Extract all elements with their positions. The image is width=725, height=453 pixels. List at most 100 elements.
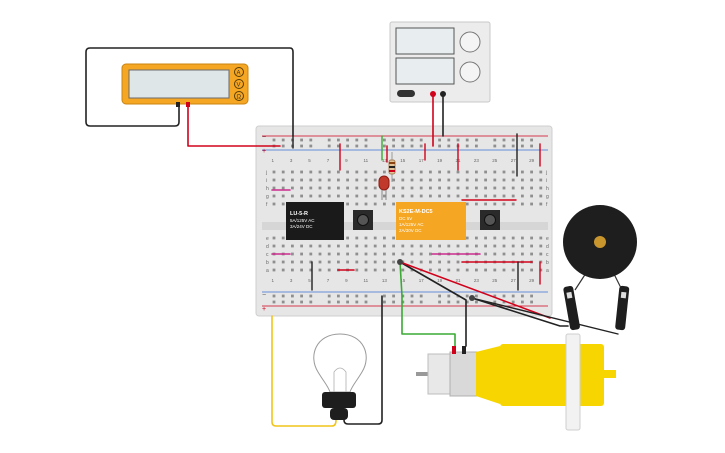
breadboard-hole[interactable] [272,194,276,198]
breadboard-hole[interactable] [539,252,543,256]
breadboard-hole[interactable] [419,186,423,190]
breadboard-hole[interactable] [429,186,432,190]
breadboard-hole[interactable] [419,300,423,304]
breadboard-hole[interactable] [291,268,294,272]
breadboard-hole[interactable] [373,178,377,182]
breadboard-hole[interactable] [511,186,515,190]
breadboard-hole[interactable] [521,244,524,248]
breadboard-hole[interactable] [355,178,359,182]
breadboard-hole[interactable] [475,170,478,174]
breadboard-hole[interactable] [539,178,543,182]
breadboard-hole[interactable] [447,294,451,298]
breadboard-hole[interactable] [493,300,497,304]
breadboard-hole[interactable] [281,294,285,298]
breadboard-hole[interactable] [410,268,414,272]
breadboard-hole[interactable] [438,300,441,304]
breadboard-hole[interactable] [373,202,377,206]
breadboard-hole[interactable] [410,138,414,142]
breadboard-hole[interactable] [355,268,359,272]
breadboard-hole[interactable] [429,170,432,174]
breadboard-hole[interactable] [364,144,368,148]
breadboard-hole[interactable] [447,170,451,174]
breadboard-hole[interactable] [300,268,303,272]
breadboard-hole[interactable] [300,144,303,148]
breadboard-hole[interactable] [511,294,515,298]
breadboard-hole[interactable] [346,138,349,142]
breadboard-hole[interactable] [355,300,359,304]
breadboard-hole[interactable] [327,186,331,190]
breadboard-hole[interactable] [456,244,460,248]
breadboard-hole[interactable] [530,268,533,272]
breadboard-hole[interactable] [318,244,322,248]
breadboard-hole[interactable] [364,236,368,240]
breadboard-hole[interactable] [484,252,487,256]
breadboard-hole[interactable] [530,294,533,298]
breadboard-hole[interactable] [438,260,441,264]
breadboard-hole[interactable] [291,186,294,190]
breadboard-hole[interactable] [475,186,478,190]
breadboard-hole[interactable] [475,244,478,248]
breadboard-hole[interactable] [327,252,331,256]
breadboard-hole[interactable] [539,268,543,272]
breadboard-hole[interactable] [309,252,313,256]
breadboard-hole[interactable] [309,138,313,142]
breadboard-hole[interactable] [383,300,386,304]
breadboard-hole[interactable] [456,300,460,304]
breadboard-hole[interactable] [383,294,386,298]
breadboard-hole[interactable] [475,236,478,240]
breadboard-hole[interactable] [438,294,441,298]
breadboard-hole[interactable] [300,186,303,190]
breadboard-hole[interactable] [539,260,543,264]
breadboard-hole[interactable] [475,268,478,272]
breadboard-hole[interactable] [465,244,469,248]
breadboard-hole[interactable] [521,236,524,240]
breadboard-hole[interactable] [337,260,340,264]
breadboard-hole[interactable] [456,178,460,182]
breadboard-hole[interactable] [272,186,276,190]
breadboard-hole[interactable] [327,294,331,298]
breadboard-hole[interactable] [456,138,460,142]
breadboard-hole[interactable] [493,252,497,256]
breadboard-hole[interactable] [272,138,276,142]
breadboard-hole[interactable] [484,202,487,206]
breadboard-hole[interactable] [401,170,405,174]
breadboard-hole[interactable] [355,244,359,248]
breadboard-hole[interactable] [383,202,386,206]
breadboard-hole[interactable] [309,294,313,298]
breadboard-hole[interactable] [281,236,285,240]
breadboard-hole[interactable] [410,260,414,264]
breadboard-hole[interactable] [456,260,460,264]
breadboard-hole[interactable] [373,252,377,256]
breadboard-hole[interactable] [272,202,276,206]
breadboard-hole[interactable] [364,138,368,142]
breadboard-hole[interactable] [383,144,386,148]
breadboard-hole[interactable] [410,186,414,190]
breadboard-hole[interactable] [300,300,303,304]
breadboard-hole[interactable] [346,244,349,248]
breadboard-hole[interactable] [337,294,340,298]
breadboard-hole[interactable] [465,268,469,272]
breadboard-hole[interactable] [502,194,506,198]
breadboard-hole[interactable] [392,260,395,264]
breadboard-hole[interactable] [539,194,543,198]
relay-1[interactable]: LU-5-R 5A/125V AC 3A/24V DC [286,202,344,240]
breadboard-hole[interactable] [272,170,276,174]
breadboard-hole[interactable] [521,170,524,174]
breadboard-hole[interactable] [493,144,497,148]
breadboard-hole[interactable] [419,170,423,174]
breadboard-hole[interactable] [419,178,423,182]
breadboard-hole[interactable] [291,300,294,304]
breadboard-hole[interactable] [355,186,359,190]
mode-amp[interactable]: A [237,71,241,77]
breadboard-hole[interactable] [373,186,377,190]
breadboard-hole[interactable] [493,294,497,298]
breadboard-hole[interactable] [364,178,368,182]
breadboard-hole[interactable] [309,178,313,182]
breadboard-hole[interactable] [300,252,303,256]
breadboard-hole[interactable] [392,202,395,206]
breadboard-hole[interactable] [281,178,285,182]
breadboard-hole[interactable] [318,178,322,182]
breadboard-hole[interactable] [438,138,441,142]
breadboard-hole[interactable] [346,194,349,198]
breadboard-hole[interactable] [530,194,533,198]
